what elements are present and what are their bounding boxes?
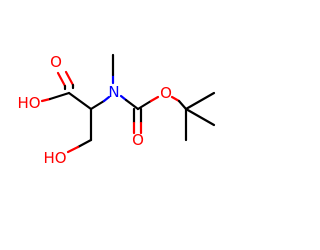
bond-n-carbamate (124, 98, 140, 111)
ester-oxygen-label: O (160, 84, 172, 102)
nitrogen-label: N (108, 83, 119, 101)
bond-alpha-n (89, 99, 106, 111)
bond-acid-oh (40, 97, 52, 103)
bond-carbonyl-o-right (64, 70, 75, 87)
carbonyl-oxygen-label: O (50, 53, 62, 71)
side-hydroxyl-label: HO (43, 149, 66, 167)
bond-carbonyl-o-left (56, 71, 67, 88)
acid-hydroxyl-label: HO (17, 94, 40, 112)
bond-carbamate-ester (136, 99, 153, 111)
bond-side-oh (66, 145, 80, 154)
bond-carboxyl-alpha (67, 91, 93, 111)
bond-tbu-top-right (184, 91, 216, 111)
carbamate-oxygen-label: O (132, 131, 144, 149)
bond-ester-o-left (149, 95, 160, 103)
atom-labels: O HO N HO O O (17, 53, 171, 167)
bond-ester-o-right (170, 95, 181, 103)
bond-acid-c (48, 91, 71, 101)
bond-ester-tbu (177, 99, 188, 111)
bond-ch2-oh (76, 138, 93, 149)
bond-lines (40, 53, 216, 154)
bond-tbu-bottom-right (184, 107, 216, 127)
molecule-structure: O HO N HO O O (17, 53, 216, 167)
bond-n-left-color (102, 95, 111, 103)
structure-canvas: O HO N HO O O (17, 53, 216, 167)
